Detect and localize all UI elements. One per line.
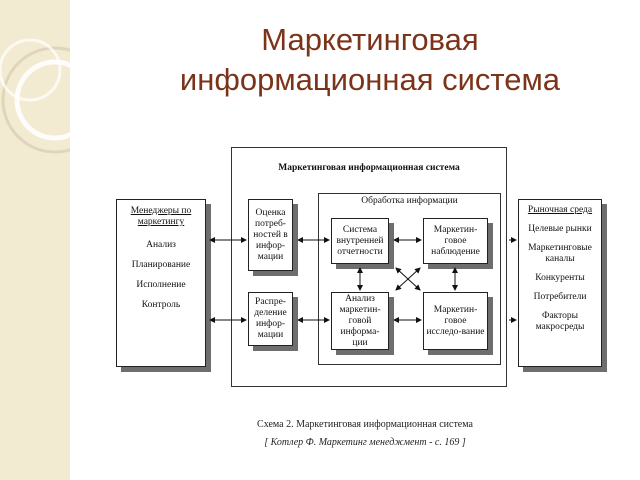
market-item: Потребители — [533, 292, 587, 302]
assess-needs-label: Оценка потреб-ностей в инфор-мации — [253, 207, 288, 262]
market-environment-box: Рыночная среда Целевые рынки Маркетингов… — [518, 199, 602, 367]
research-label: Маркетин-говое исследо-вание — [426, 304, 485, 337]
analysis-label: Анализ маркетин-говой информа-ции — [339, 293, 381, 348]
managers-item: Исполнение — [136, 280, 186, 290]
analysis-box: Анализ маркетин-говой информа-ции — [331, 292, 389, 350]
market-item: Факторы макросреды — [535, 311, 585, 332]
processing-frame — [318, 193, 501, 365]
market-item: Целевые рынки — [528, 224, 592, 234]
diagram-source: [ Котлер Ф. Маркетинг менеджмент - с. 16… — [264, 437, 466, 448]
internal-reports-box: Система внутренней отчетности — [331, 218, 389, 264]
outer-system-frame — [231, 147, 507, 387]
research-box: Маркетин-говое исследо-вание — [423, 292, 488, 350]
market-heading: Рыночная среда — [527, 205, 593, 215]
outer-system-title: Маркетинговая информационная система — [278, 163, 460, 173]
market-item: Маркетинговые каналы — [528, 243, 592, 264]
processing-title: Обработка информации — [361, 196, 458, 206]
distribution-label: Распре-деление инфор-мации — [254, 297, 287, 340]
managers-item: Анализ — [146, 240, 176, 250]
assess-needs-box: Оценка потреб-ностей в инфор-мации — [248, 199, 293, 271]
managers-heading: Менеджеры по маркетингу — [130, 206, 192, 227]
arrow-cross-2 — [395, 267, 421, 291]
distribution-box: Распре-деление инфор-мации — [248, 292, 293, 346]
observation-label: Маркетин-говое наблюдение — [431, 224, 480, 257]
managers-item: Планирование — [131, 260, 191, 270]
decorative-side-band — [0, 0, 70, 480]
managers-box: Менеджеры по маркетингу Анализ Планирова… — [116, 199, 206, 367]
managers-item: Контроль — [141, 300, 181, 310]
slide-title: Маркетинговая информационная система — [140, 20, 600, 100]
slide-title-line-1: Маркетинговая — [261, 22, 479, 57]
observation-box: Маркетин-говое наблюдение — [423, 218, 488, 264]
market-item: Конкуренты — [535, 273, 585, 283]
diagram-caption: Схема 2. Маркетинговая информационная си… — [257, 419, 473, 430]
decorative-arcs — [0, 38, 70, 154]
slide-title-line-2: информационная система — [179, 62, 561, 97]
internal-reports-label: Система внутренней отчетности — [336, 224, 384, 257]
